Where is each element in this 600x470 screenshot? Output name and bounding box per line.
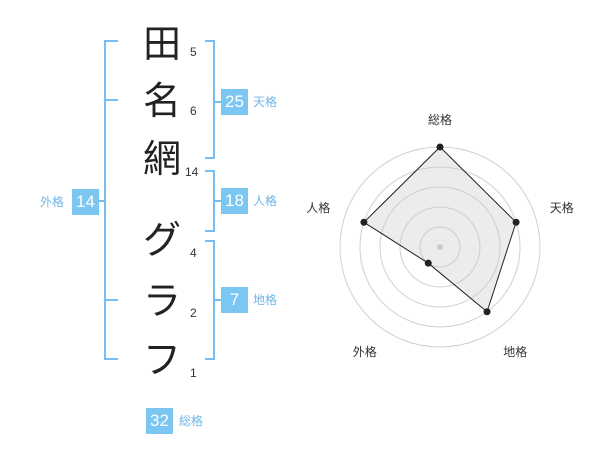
chikaku-label: 地格 xyxy=(253,293,278,307)
radar-point-5 xyxy=(360,218,368,226)
stroke-count-5: 2 xyxy=(190,306,197,320)
radar-ring xyxy=(379,186,501,308)
gaikaku-value: 14 xyxy=(72,189,99,215)
name-char-1: 田 xyxy=(142,22,181,66)
radar-ring xyxy=(359,166,521,328)
stroke-count-1: 5 xyxy=(190,45,197,59)
radar-center xyxy=(437,244,443,250)
name-char-4: グ xyxy=(142,218,181,262)
tenkaku-value: 25 xyxy=(221,89,248,115)
name-char-3: 網 xyxy=(142,137,181,181)
jinkaku-value: 18 xyxy=(221,188,248,214)
radar-point-3 xyxy=(483,308,491,316)
radar-axis-label-3: 地格 xyxy=(503,344,528,359)
name-char-6: フ xyxy=(142,338,181,382)
radar-axis-label-4: 外格 xyxy=(352,344,377,359)
name-char-2: 名 xyxy=(142,79,181,123)
radar-point-4 xyxy=(424,259,432,267)
radar-point-1 xyxy=(436,143,444,151)
radar-ring xyxy=(419,226,461,268)
soukaku-label: 総格 xyxy=(179,414,204,428)
radar-ring xyxy=(399,206,481,288)
radar-axis-label-1: 総格 xyxy=(428,113,453,127)
soukaku-value: 32 xyxy=(146,408,173,434)
jinkaku-label: 人格 xyxy=(253,194,278,208)
stroke-count-3: 14 xyxy=(185,165,199,179)
stroke-count-6: 1 xyxy=(190,366,197,380)
tenkaku-label: 天格 xyxy=(253,95,278,109)
radar-axis-label-2: 天格 xyxy=(549,201,574,216)
radar-polygon xyxy=(363,146,517,313)
stroke-count-2: 6 xyxy=(190,104,197,118)
name-char-5: ラ xyxy=(142,279,181,323)
radar-axis-label-5: 人格 xyxy=(306,201,331,216)
stroke-count-4: 4 xyxy=(190,246,197,260)
radar-point-2 xyxy=(512,218,520,226)
chikaku-value: 7 xyxy=(221,287,248,313)
gaikaku-label: 外格 xyxy=(40,195,65,209)
